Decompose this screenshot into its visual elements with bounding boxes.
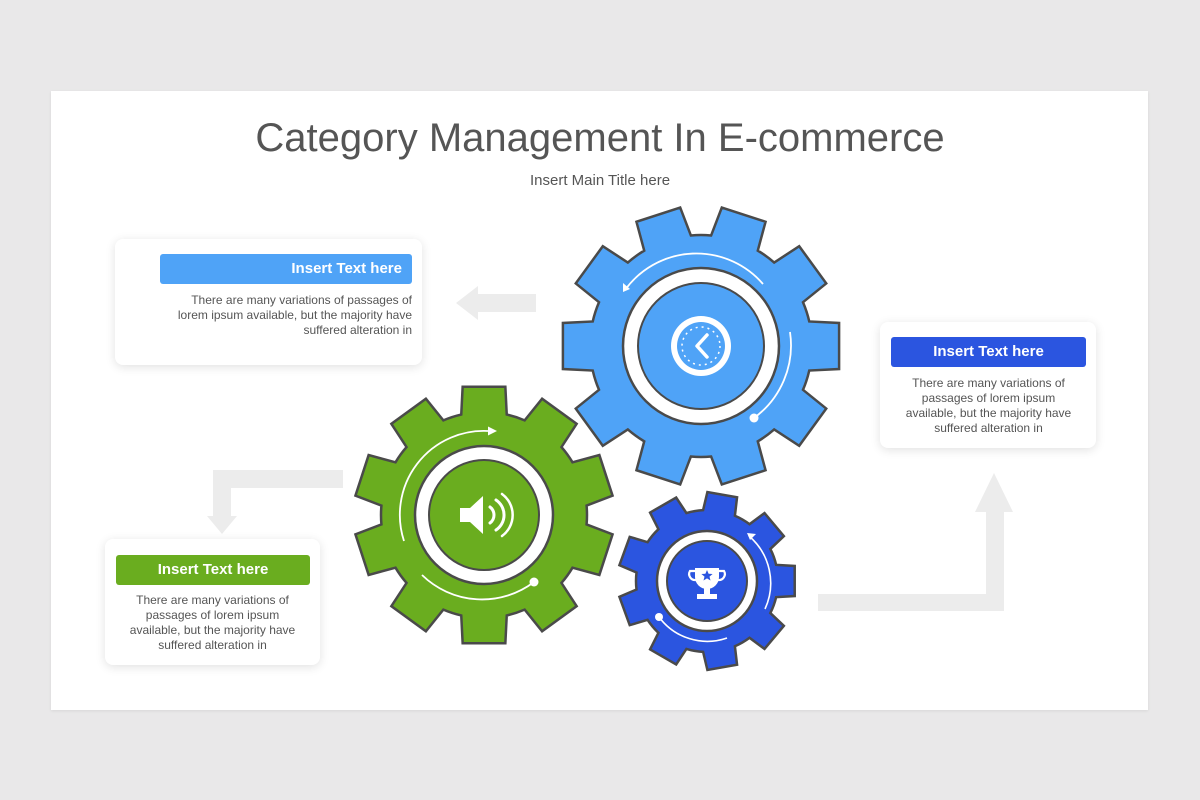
clock-icon	[671, 316, 731, 376]
gear-dark-blue	[617, 490, 796, 672]
trophy-icon	[688, 568, 726, 599]
speaker-icon	[460, 492, 514, 538]
card-text-top-left: There are many variations of passages of…	[177, 293, 412, 337]
gear-light-blue	[561, 205, 841, 487]
arrow-to-top-card	[456, 286, 536, 320]
gear-green	[353, 385, 615, 645]
page-subtitle: Insert Main Title here	[529, 172, 671, 189]
card-heading-bottom-left: Insert Text here	[116, 555, 310, 585]
card-heading-right: Insert Text here	[891, 337, 1086, 367]
page-title: Category Management In E-commerce	[255, 116, 945, 160]
card-text-bottom-left: There are many variations of passages of…	[129, 593, 296, 652]
card-text-right: There are many variations of passages of…	[905, 376, 1072, 435]
card-heading-top-left: Insert Text here	[160, 254, 412, 284]
arrow-to-right-card	[818, 473, 1013, 611]
arrow-to-bottom-card	[207, 470, 343, 534]
